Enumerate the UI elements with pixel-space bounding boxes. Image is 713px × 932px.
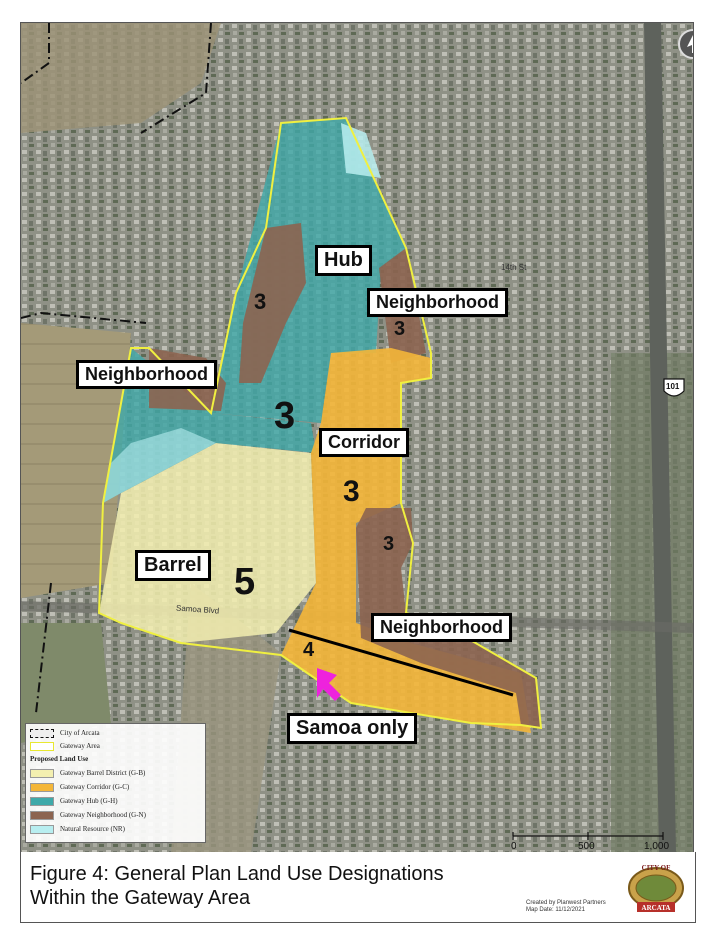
zone-label-neighborhood-left: Neighborhood bbox=[76, 360, 217, 389]
zone-label-hub: Hub bbox=[315, 245, 372, 276]
map-canvas bbox=[21, 23, 693, 853]
field-area-north bbox=[21, 23, 221, 133]
density-hub-left: 3 bbox=[254, 289, 267, 314]
svg-text:CITY OF: CITY OF bbox=[642, 864, 671, 872]
density-hub-center: 3 bbox=[274, 395, 296, 437]
samoa-only-line bbox=[288, 628, 514, 697]
legend-label-gateway: Gateway Area bbox=[60, 742, 100, 750]
zone-label-samoa-only: Samoa only bbox=[287, 713, 418, 744]
street-label: 14th St bbox=[501, 263, 527, 272]
legend-row-corridor: Gateway Corridor (G-C) bbox=[30, 782, 129, 792]
credit-line-1: Created by Planwest Partners bbox=[526, 900, 606, 906]
city-boundary-northwest bbox=[140, 23, 212, 134]
field-area-west bbox=[21, 323, 131, 598]
legend-row-barrel: Gateway Barrel District (G-B) bbox=[30, 768, 145, 778]
city-of-arcata-seal: CITY OF ARCATA bbox=[627, 858, 685, 916]
legend-section-title: Proposed Land Use bbox=[30, 755, 89, 763]
city-boundary-west bbox=[21, 311, 147, 324]
highway-101-label: 101 bbox=[666, 382, 680, 391]
legend-label-hub: Gateway Hub (G-H) bbox=[60, 797, 118, 805]
scale-bar-graphic bbox=[512, 832, 664, 840]
corridor-swatch bbox=[30, 782, 54, 792]
scale-label-0: 0 bbox=[511, 841, 517, 852]
hub-swatch bbox=[30, 796, 54, 806]
density-corridor: 3 bbox=[343, 475, 360, 508]
legend-row-city: City of Arcata bbox=[30, 728, 100, 738]
zone-neighborhood-lower-right bbox=[356, 508, 541, 728]
density-neighborhood-upper: 3 bbox=[394, 318, 406, 340]
figure-caption: Figure 4: General Plan Land Use Designat… bbox=[30, 862, 510, 910]
density-samoa-corridor: 4 bbox=[303, 639, 315, 661]
legend-label-corridor: Gateway Corridor (G-C) bbox=[60, 783, 130, 791]
city-boundary-north bbox=[21, 23, 50, 84]
green-area-southwest bbox=[21, 623, 111, 743]
north-arrow-icon bbox=[678, 29, 693, 59]
map-credit: Created by Planwest Partners Map Date: 1… bbox=[526, 900, 606, 914]
legend-row-gateway: Gateway Area bbox=[30, 741, 100, 751]
legend-row-neighborhood: Gateway Neighborhood (G-N) bbox=[30, 810, 146, 820]
density-barrel: 5 bbox=[234, 561, 256, 603]
zone-neighborhood-hub-west bbox=[239, 223, 306, 383]
legend-label-barrel: Gateway Barrel District (G-B) bbox=[60, 769, 146, 777]
highway-101-shield bbox=[663, 378, 685, 397]
neighborhood-swatch bbox=[30, 810, 54, 820]
gateway-area-swatch bbox=[30, 741, 54, 751]
credit-line-2: Map Date: 11/12/2021 bbox=[526, 907, 585, 913]
zone-natural-resource-west bbox=[103, 428, 216, 503]
city-boundary-southwest bbox=[35, 582, 52, 714]
zone-label-neighborhood-upper: Neighborhood bbox=[367, 288, 508, 317]
map-legend: City of Arcata Gateway Area Proposed Lan… bbox=[25, 723, 206, 843]
density-neighborhood-right: 3 bbox=[383, 533, 395, 555]
highway-101 bbox=[644, 23, 676, 853]
aerial-map[interactable]: Samoa Blvd 14th St 101 Hub Neighborhood … bbox=[20, 22, 694, 854]
legend-label-neighborhood: Gateway Neighborhood (G-N) bbox=[60, 811, 146, 819]
legend-row-hub: Gateway Hub (G-H) bbox=[30, 796, 118, 806]
zone-label-barrel: Barrel bbox=[135, 550, 211, 581]
legend-label-city: City of Arcata bbox=[60, 729, 100, 737]
scale-bar: 0 500 1,000 Feet bbox=[511, 831, 691, 853]
zone-barrel bbox=[99, 443, 316, 643]
zone-label-neighborhood-lower: Neighborhood bbox=[371, 613, 512, 642]
city-boundary-swatch bbox=[30, 728, 54, 738]
gateway-area-boundary bbox=[97, 116, 543, 730]
legend-row-natural-resource: Natural Resource (NR) bbox=[30, 824, 125, 834]
natural-resource-swatch bbox=[30, 824, 54, 834]
caption-line-1: Figure 4: General Plan Land Use Designat… bbox=[30, 863, 444, 885]
svg-text:ARCATA: ARCATA bbox=[642, 904, 671, 912]
caption-line-2: Within the Gateway Area bbox=[30, 887, 251, 909]
barrel-swatch bbox=[30, 768, 54, 778]
samoa-pointer-arrow bbox=[317, 668, 341, 701]
scale-label-500: 500 bbox=[578, 841, 595, 852]
caption-bar: Figure 4: General Plan Land Use Designat… bbox=[20, 852, 696, 923]
zone-label-corridor: Corridor bbox=[319, 428, 409, 457]
legend-label-natural-resource: Natural Resource (NR) bbox=[60, 825, 125, 833]
